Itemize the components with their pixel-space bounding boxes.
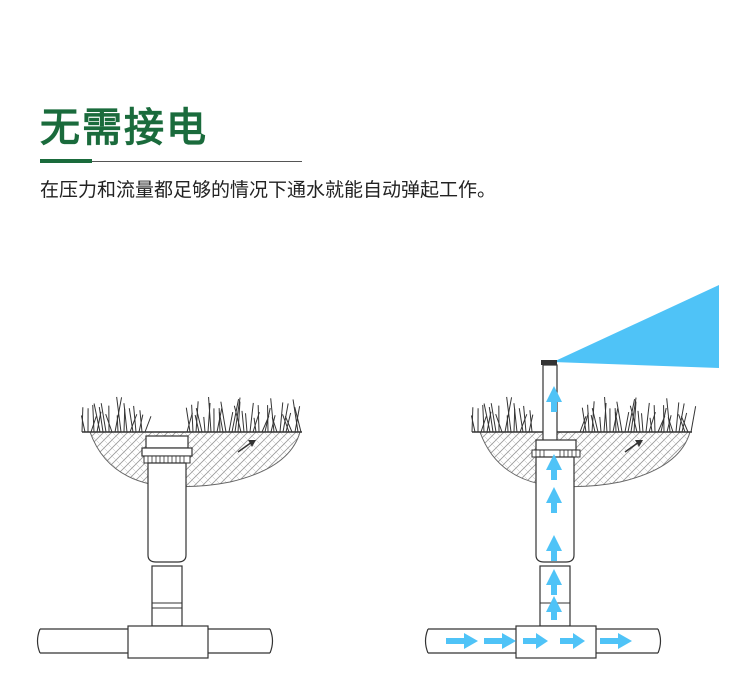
flow-arrow-right bbox=[600, 633, 632, 649]
page-subtitle: 在压力和流量都足够的情况下通水就能自动弹起工作。 bbox=[40, 179, 497, 201]
flow-arrow-up bbox=[546, 487, 562, 513]
flow-arrow-right bbox=[446, 633, 478, 649]
flow-arrow-up bbox=[546, 454, 562, 480]
sprinkler-body bbox=[147, 462, 187, 563]
sprinkler-idle bbox=[36, 396, 302, 659]
flow-arrow-up bbox=[546, 535, 562, 561]
flow-arrow-right bbox=[523, 633, 548, 649]
flow-arrow-up bbox=[546, 569, 562, 595]
flow-arrow-up bbox=[546, 596, 562, 620]
flow-arrow-right bbox=[560, 633, 585, 649]
nozzle-top bbox=[541, 360, 557, 365]
page-title: 无需接电 bbox=[40, 105, 208, 151]
main-pipe bbox=[40, 628, 270, 654]
water-flow-arrows bbox=[446, 386, 632, 649]
tee-fitting bbox=[127, 625, 209, 659]
flow-arrow-right bbox=[484, 633, 516, 649]
riser-pipe bbox=[151, 565, 183, 627]
title-underline-accent bbox=[40, 159, 92, 163]
grass bbox=[80, 396, 302, 433]
flow-arrow-up bbox=[546, 386, 562, 412]
sprinkler-active bbox=[424, 285, 719, 659]
water-spray bbox=[553, 285, 719, 368]
soil-basin bbox=[89, 431, 301, 488]
soil-arrow bbox=[237, 441, 253, 453]
title-underline bbox=[40, 161, 302, 162]
sprinkler-cap bbox=[145, 435, 189, 449]
